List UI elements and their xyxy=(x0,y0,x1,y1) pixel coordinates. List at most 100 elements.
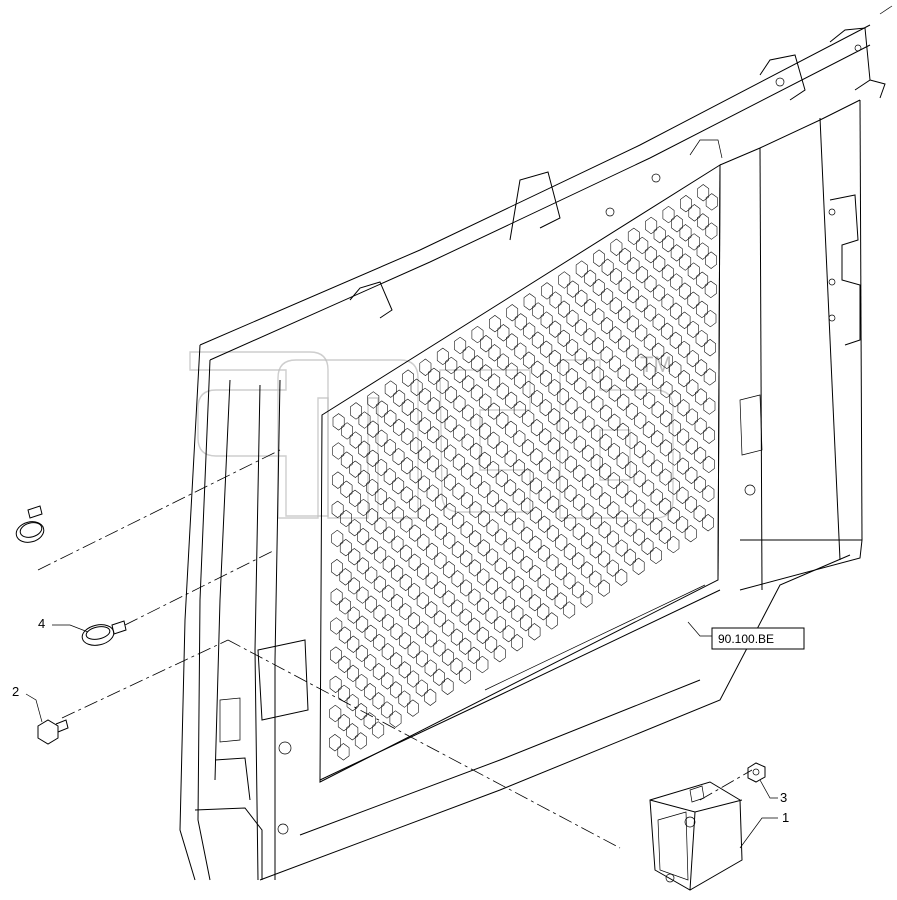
mesh-cell xyxy=(494,615,506,634)
mesh-cell xyxy=(618,276,631,295)
mesh-cell xyxy=(427,426,440,444)
mesh-cell xyxy=(635,295,648,313)
mesh-cell xyxy=(487,490,499,508)
mesh-cell xyxy=(494,586,507,604)
mesh-cell xyxy=(599,433,612,451)
mesh-cell xyxy=(558,300,570,318)
mesh-cell xyxy=(425,630,437,648)
mesh-cell xyxy=(641,537,654,555)
reference-90-100-be[interactable]: 90.100.BE xyxy=(687,621,805,650)
mesh-cell xyxy=(678,370,690,388)
mesh-cell xyxy=(443,531,456,550)
mesh-cell xyxy=(514,313,527,331)
mesh-cell xyxy=(408,612,420,630)
mesh-cell xyxy=(521,468,534,486)
mesh-cell xyxy=(374,517,387,535)
mesh-cell xyxy=(367,391,380,409)
mesh-cell xyxy=(540,369,552,388)
mesh-cell xyxy=(659,439,672,457)
mesh-cell xyxy=(366,449,379,467)
mesh-cell xyxy=(521,497,534,515)
mesh-cell xyxy=(546,583,559,601)
mesh-cell xyxy=(462,375,475,393)
mesh-cell xyxy=(704,339,716,357)
mesh-cell xyxy=(668,448,681,466)
mesh-cell xyxy=(627,286,639,304)
mesh-cell xyxy=(425,571,438,590)
mesh-cell xyxy=(332,413,345,431)
mesh-cell xyxy=(399,632,411,650)
mesh-cell xyxy=(522,439,534,457)
mesh-cell xyxy=(642,450,655,468)
mesh-cell xyxy=(400,486,413,504)
mesh-cell xyxy=(505,362,518,380)
nut-part-3[interactable] xyxy=(747,762,766,783)
mesh-cell xyxy=(531,331,544,349)
mesh-cell xyxy=(503,595,515,614)
mesh-cell xyxy=(435,435,448,453)
mesh-cell xyxy=(497,324,510,342)
mesh-cell xyxy=(452,511,465,530)
mesh-cell xyxy=(583,357,596,375)
mesh-cell xyxy=(697,213,709,231)
mesh-cell xyxy=(479,422,491,440)
mesh-cell xyxy=(347,664,359,683)
mesh-cell xyxy=(650,488,663,506)
mesh-cell xyxy=(651,459,663,477)
bolt-part-2[interactable] xyxy=(37,719,69,745)
mesh-cell xyxy=(633,470,646,488)
bracket-part-1[interactable] xyxy=(649,781,743,891)
mesh-cell xyxy=(671,215,683,233)
mesh-cell xyxy=(633,528,645,546)
mesh-cell xyxy=(679,253,692,271)
mesh-cell xyxy=(618,306,631,324)
mesh-cell xyxy=(391,535,404,553)
mesh-cell xyxy=(642,479,655,497)
grille-frame xyxy=(179,24,886,881)
mesh-cell xyxy=(661,322,674,340)
mesh-cell xyxy=(366,508,378,526)
mesh-cell xyxy=(644,275,657,293)
mesh-cell xyxy=(426,542,438,561)
hose-clamp-part-4[interactable] xyxy=(80,620,127,648)
mesh-cell xyxy=(384,380,397,398)
mesh-cell xyxy=(477,568,490,586)
mesh-cell xyxy=(694,446,707,464)
mesh-cell xyxy=(555,533,568,552)
mesh-cell xyxy=(566,280,579,298)
mesh-cell xyxy=(410,437,422,455)
mesh-cell xyxy=(348,577,360,595)
mesh-cell xyxy=(669,331,682,349)
mesh-cell xyxy=(685,466,698,484)
callout-1-label: 1 xyxy=(782,810,789,825)
mesh-cell xyxy=(506,333,518,351)
mesh-cell xyxy=(530,419,543,437)
mesh-cell xyxy=(528,594,541,612)
mesh-cell xyxy=(495,499,508,517)
mesh-cell xyxy=(460,550,473,568)
mesh-cell xyxy=(547,466,560,484)
mesh-cell xyxy=(415,679,428,697)
mesh-cell xyxy=(539,457,551,475)
mesh-cell xyxy=(417,504,430,522)
mesh-cell xyxy=(548,408,561,426)
mesh-cell xyxy=(487,460,500,479)
mesh-cell xyxy=(408,553,421,571)
mesh-cell xyxy=(364,683,376,701)
mesh-cell xyxy=(573,493,585,512)
mesh-cell xyxy=(329,675,342,693)
mesh-cell xyxy=(574,406,586,424)
mesh-cell xyxy=(398,690,411,708)
hose-clamp-upper[interactable] xyxy=(14,505,46,545)
mesh-cell xyxy=(511,604,524,623)
mesh-cell xyxy=(624,519,637,537)
mesh-cell xyxy=(417,562,429,581)
mesh-cell xyxy=(529,535,542,553)
mesh-cell xyxy=(687,320,699,339)
mesh-cell xyxy=(442,619,455,637)
mesh-cell xyxy=(702,484,715,503)
mesh-cell xyxy=(599,492,611,510)
mesh-cell xyxy=(677,428,690,446)
mesh-cell xyxy=(363,712,376,730)
mesh-cell xyxy=(493,644,506,663)
